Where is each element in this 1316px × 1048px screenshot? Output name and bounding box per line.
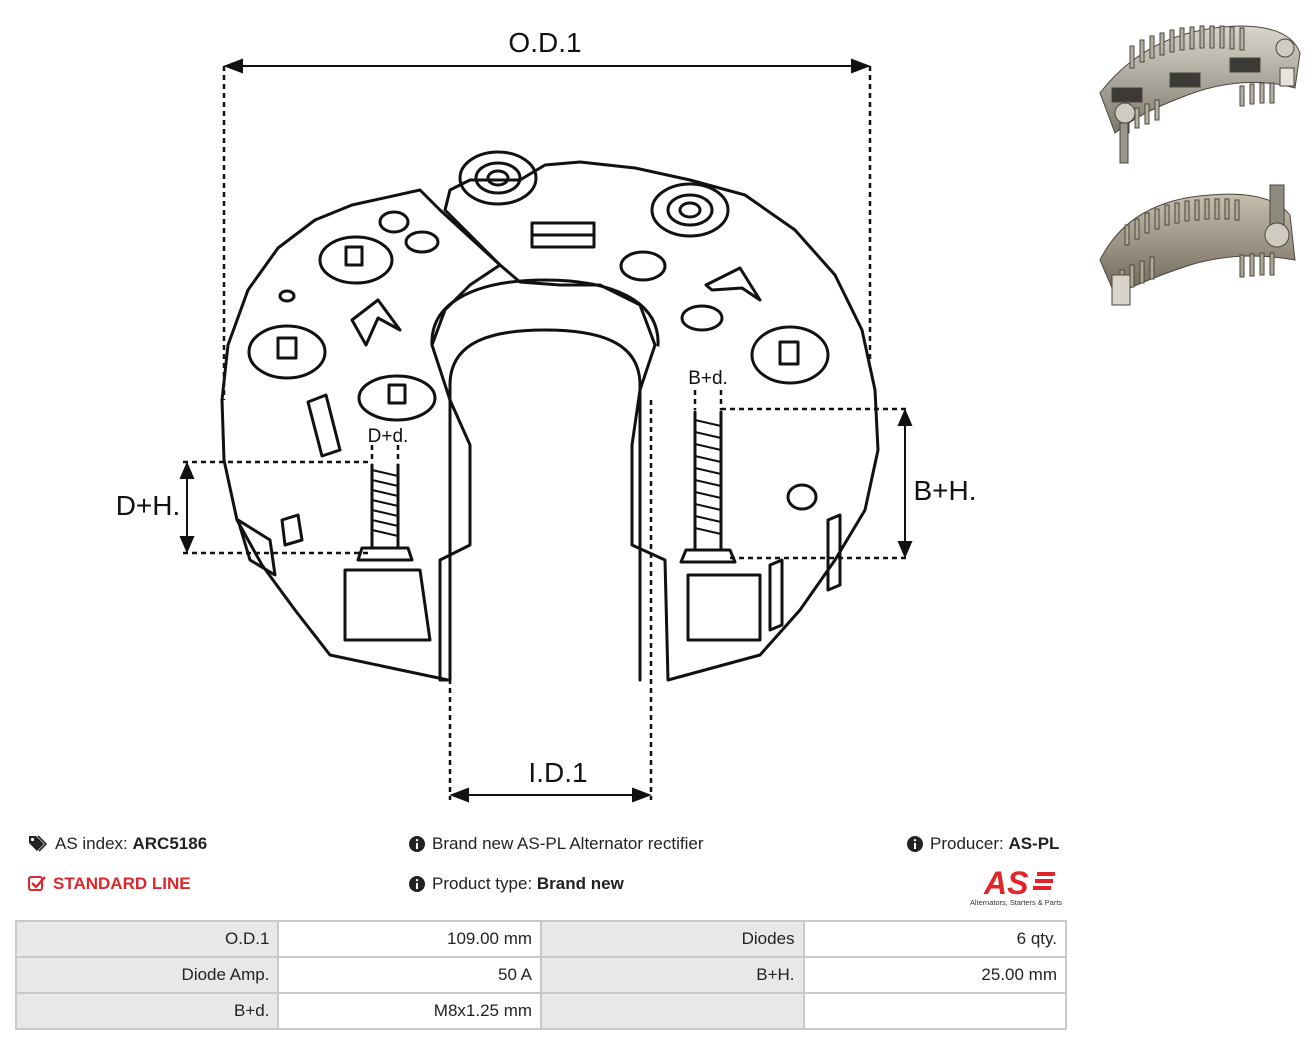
product-photo-top[interactable] xyxy=(1090,18,1308,168)
producer-value: AS-PL xyxy=(1008,834,1060,853)
logo-tagline: Alternators, Starters & Parts xyxy=(970,898,1062,907)
description-text: Brand new AS-PL Alternator rectifier xyxy=(432,834,704,853)
dh-label: D+H. xyxy=(116,490,181,521)
info-icon xyxy=(409,836,425,852)
bd-label: B+d. xyxy=(688,368,728,389)
as-index: AS index: ARC5186 xyxy=(28,834,207,854)
table-row: Diode Amp. 50 A B+H. 25.00 mm xyxy=(14,956,1068,994)
spec-value: 50 A xyxy=(277,956,543,994)
spec-value: 25.00 mm xyxy=(802,956,1068,994)
as-pl-logo[interactable]: AS Alternators, Starters & Parts xyxy=(962,864,1070,908)
product-type-label: Product type: xyxy=(432,874,533,893)
spec-key xyxy=(540,992,805,1030)
check-square-icon xyxy=(28,876,46,891)
as-index-value: ARC5186 xyxy=(132,834,208,853)
info-icon xyxy=(907,836,923,852)
info-icon xyxy=(409,876,425,892)
as-index-label: AS index: xyxy=(55,834,128,853)
product-photo-bottom[interactable] xyxy=(1090,165,1308,325)
logo-mark: AS xyxy=(983,865,1029,901)
od-label: O.D.1 xyxy=(508,27,581,58)
spec-key: Diode Amp. xyxy=(14,956,280,994)
description: Brand new AS-PL Alternator rectifier xyxy=(409,834,704,854)
spec-key: Diodes xyxy=(540,920,805,958)
spec-key: O.D.1 xyxy=(14,920,280,958)
spec-value: 6 qty. xyxy=(802,920,1068,958)
spec-key: B+d. xyxy=(14,992,280,1030)
spec-value xyxy=(802,992,1068,1030)
center-hole-rim xyxy=(430,278,660,347)
id-label: I.D.1 xyxy=(528,757,587,788)
tag-icon xyxy=(29,835,48,852)
rectifier-body-right xyxy=(443,160,880,682)
dd-label: D+d. xyxy=(368,426,409,447)
table-row: O.D.1 109.00 mm Diodes 6 qty. xyxy=(14,920,1068,958)
product-type-value: Brand new xyxy=(536,874,624,893)
producer: Producer: AS-PL xyxy=(907,834,1059,854)
spec-value: 109.00 mm xyxy=(277,920,543,958)
product-line: STANDARD LINE xyxy=(28,874,191,894)
producer-label: Producer: xyxy=(930,834,1004,853)
bh-label: B+H. xyxy=(913,475,976,506)
table-row: B+d. M8x1.25 mm xyxy=(14,992,1068,1030)
spec-table: O.D.1 109.00 mm Diodes 6 qty. Diode Amp.… xyxy=(14,920,1068,1030)
spec-key: B+H. xyxy=(540,956,805,994)
spec-value: M8x1.25 mm xyxy=(277,992,543,1030)
technical-drawing: O.D.1 I.D.1 D+H. D+d. B+H. B+d. xyxy=(116,27,977,803)
center-hole xyxy=(448,328,642,387)
product-type: Product type: Brand new xyxy=(409,874,624,894)
product-line-label: STANDARD LINE xyxy=(53,874,191,893)
